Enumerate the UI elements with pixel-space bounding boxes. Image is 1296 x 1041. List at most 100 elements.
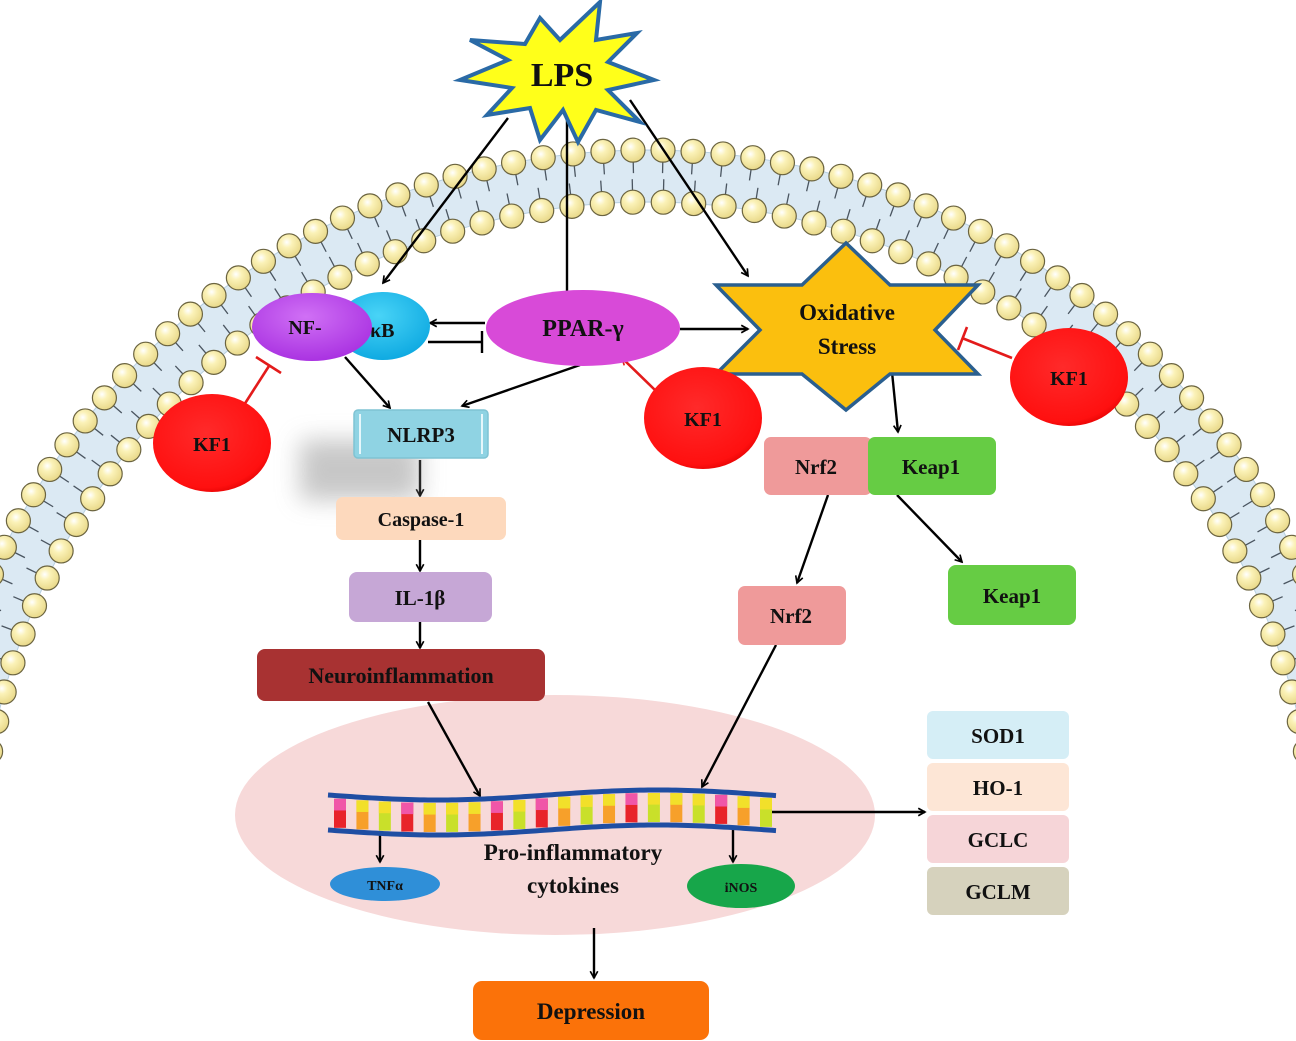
kf1-middle-shape	[644, 367, 762, 469]
lipid-head-outer	[54, 432, 80, 458]
keap1-free-node[interactable]: Keap1	[948, 565, 1076, 625]
neuroinflammation-node[interactable]: Neuroinflammation	[257, 649, 545, 701]
caspase1-label: Caspase-1	[378, 509, 465, 531]
nfkb-right-label: κB	[370, 320, 394, 342]
kf1-right-shape	[1010, 328, 1128, 426]
lipid-head-outer	[710, 141, 736, 167]
lipid-head-inner	[559, 193, 585, 219]
lipid-head-outer	[590, 138, 616, 165]
lps-node[interactable]: LPS	[452, 0, 661, 147]
lipid-head-inner	[620, 189, 646, 215]
lipid-head-inner	[48, 538, 74, 564]
kf1-edges	[242, 326, 1013, 406]
dna-base-cap	[513, 799, 526, 812]
ppar-gamma-shape	[486, 290, 680, 366]
lipid-head-inner	[681, 190, 707, 217]
kf1-inhibit-oxidative	[961, 336, 1013, 360]
lipid-head-outer	[740, 145, 766, 171]
ppar-gamma-label: PPAR-γ	[542, 316, 623, 342]
lipid-head-outer	[1137, 341, 1163, 367]
nfkb-left-label: NF-	[288, 317, 321, 339]
lipid-head-inner	[1134, 413, 1161, 440]
lipid-head-inner	[201, 349, 227, 375]
lipid-tail	[0, 577, 13, 585]
lipid-head-inner	[1270, 650, 1296, 676]
dna-base-cap	[468, 802, 481, 814]
cytokines-line1: Pro-inflammatory	[484, 840, 663, 865]
gene-gclc[interactable]: GCLC	[927, 815, 1069, 863]
dna-base-cap	[760, 797, 772, 810]
dna-backbone-top	[327, 787, 777, 803]
dna-base-cap	[715, 794, 728, 807]
lipid-head-inner	[34, 565, 60, 591]
dna-base-cap	[603, 794, 616, 806]
kf1-middle-label: KF1	[684, 409, 722, 431]
lipid-head-outer	[1045, 265, 1071, 291]
lipid-head-outer	[799, 156, 825, 182]
ppar-gamma-node[interactable]: PPAR-γ	[486, 290, 680, 366]
gene-label: GCLC	[968, 828, 1029, 852]
lipid-head-inner	[741, 197, 767, 224]
nrf2-free-node[interactable]: Nrf2	[738, 586, 846, 645]
lipid-head-outer	[0, 534, 17, 560]
inos-shape	[687, 864, 795, 908]
gene-sod1[interactable]: SOD1	[927, 711, 1069, 759]
lipid-head-inner	[859, 228, 885, 254]
dna-backbone-bottom	[327, 822, 777, 838]
gene-label: HO-1	[973, 776, 1023, 800]
tnfa-node[interactable]: TNFα	[330, 867, 440, 901]
lipid-head-inner	[916, 251, 942, 277]
caspase1-node[interactable]: Caspase-1	[336, 497, 506, 540]
lipid-head-outer	[5, 508, 31, 534]
dna-base-cap	[378, 801, 391, 814]
gene-gclm[interactable]: GCLM	[927, 867, 1069, 915]
lipid-head-outer	[680, 138, 706, 165]
lipid-head-outer	[769, 150, 796, 176]
lipid-head-inner	[1260, 621, 1286, 647]
lipid-head-inner	[1190, 486, 1216, 512]
kf1-middle-node[interactable]: KF1	[644, 367, 762, 469]
lipid-head-outer	[276, 233, 302, 259]
il1b-node[interactable]: IL-1β	[349, 572, 492, 622]
lipid-head-outer	[1216, 432, 1242, 458]
gene-box	[927, 867, 1069, 915]
lipid-head-outer	[201, 282, 227, 309]
nlrp3-shape	[353, 409, 489, 459]
lipid-head-inner	[1248, 593, 1275, 619]
lipid-head-outer	[940, 205, 967, 231]
oxidative-stress-star	[711, 240, 983, 413]
nlrp3-node[interactable]: NLRP3	[353, 409, 489, 459]
dna-base-cap	[423, 802, 436, 815]
dna-base-cap	[490, 801, 503, 813]
neuroinflammation-shape	[257, 649, 545, 701]
lipid-head-outer	[302, 218, 329, 244]
gene-ho1[interactable]: HO-1	[927, 763, 1069, 811]
nrf2-keap1-complex[interactable]: Nrf2 Keap1	[764, 437, 996, 495]
oxidative-stress-node[interactable]: Oxidative Stress	[711, 240, 983, 413]
lipid-head-inner	[63, 511, 89, 538]
kf1-right-node[interactable]: KF1	[1010, 328, 1128, 426]
kf1-inhibit-nfkb-bar	[255, 355, 282, 375]
kf1-left-shape	[153, 394, 271, 492]
lipid-head-outer	[560, 141, 586, 167]
lipid-head-inner	[440, 218, 466, 244]
tnfa-label: TNFα	[367, 879, 403, 894]
dna-base-cap	[401, 802, 414, 815]
lipid-head-inner	[830, 218, 856, 244]
lipid-head-inner	[1207, 511, 1233, 538]
dna-base-cap	[580, 795, 593, 807]
nfkb-left-subunit	[252, 293, 372, 361]
nrf2-bound-shape	[764, 437, 872, 495]
keap1-free-label: Keap1	[983, 584, 1041, 608]
lipid-head-outer	[1115, 321, 1141, 347]
kf1-left-label: KF1	[193, 434, 231, 456]
dna-base-cap	[647, 793, 660, 805]
keap1-bound-shape	[868, 437, 996, 495]
kf1-left-node[interactable]: KF1	[153, 394, 271, 492]
edge-nfkb-nlrp3	[344, 356, 390, 408]
nfkb-node[interactable]: κB NF-	[252, 292, 430, 361]
depression-node[interactable]: Depression	[473, 981, 709, 1040]
gene-box	[927, 711, 1069, 759]
inos-node[interactable]: iNOS	[687, 864, 795, 908]
